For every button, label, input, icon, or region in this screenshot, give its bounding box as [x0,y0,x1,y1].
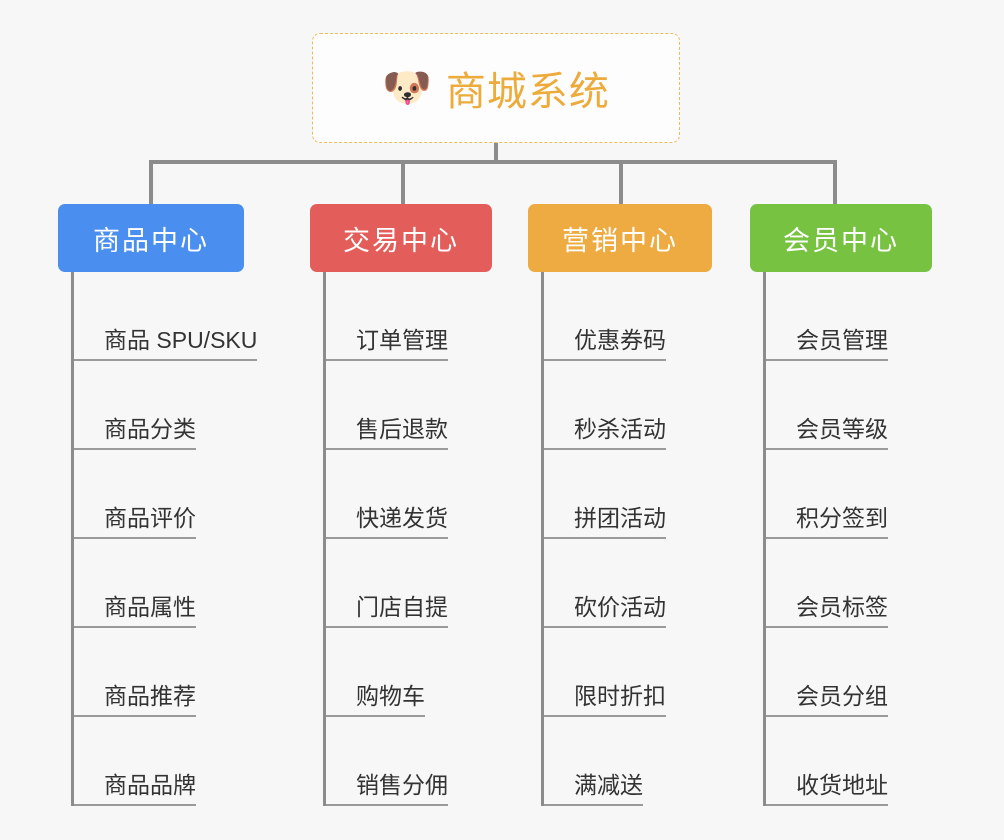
list-item-label: 会员管理 [796,327,888,361]
item-rule [74,359,104,361]
list-item-label: 秒杀活动 [574,416,666,450]
category-header-trade-center[interactable]: 交易中心 [310,204,492,272]
list-item[interactable]: 商品属性 [74,539,257,628]
list-item[interactable]: 快递发货 [326,450,492,539]
item-rule [766,804,796,806]
item-rule [544,359,574,361]
connector-horizontal-bus [149,160,837,164]
item-rule [326,359,356,361]
list-item-label: 积分签到 [796,505,888,539]
branch-product-center: 商品中心 商品 SPU/SKU 商品分类 商品评价 商品属性 商品推荐 商品品牌 [58,204,258,806]
sub-item-list-member-center: 会员管理 会员等级 积分签到 会员标签 会员分组 收货地址 [763,272,932,806]
list-item[interactable]: 购物车 [326,628,492,717]
list-item-label: 商品评价 [104,505,196,539]
list-item[interactable]: 售后退款 [326,361,492,450]
list-item-label: 会员标签 [796,594,888,628]
item-rule [74,537,104,539]
item-rule [326,804,356,806]
list-item[interactable]: 会员等级 [766,361,932,450]
root-node[interactable]: 🐶 商城系统 [312,33,680,143]
item-rule [326,537,356,539]
list-item[interactable]: 订单管理 [326,272,492,361]
item-rule [544,715,574,717]
item-rule [74,448,104,450]
item-rule [74,715,104,717]
item-rule [326,626,356,628]
connector-root-stem [494,143,498,163]
item-rule [766,715,796,717]
item-rule [766,448,796,450]
list-item[interactable]: 会员管理 [766,272,932,361]
list-item-label: 限时折扣 [574,683,666,717]
list-item-label: 售后退款 [356,416,448,450]
list-item[interactable]: 优惠券码 [544,272,712,361]
item-rule [544,537,574,539]
root-title: 商城系统 [445,70,610,114]
list-item-label: 门店自提 [356,594,448,628]
list-item-label: 商品品牌 [104,772,196,806]
list-item-label: 商品 SPU/SKU [104,327,258,361]
list-item-label: 购物车 [356,683,425,717]
list-item[interactable]: 商品分类 [74,361,257,450]
list-item[interactable]: 商品品牌 [74,717,257,806]
item-rule [766,359,796,361]
list-item-label: 订单管理 [356,327,448,361]
category-header-marketing-center[interactable]: 营销中心 [528,204,712,272]
list-item[interactable]: 收货地址 [766,717,932,806]
list-item-label: 优惠券码 [574,327,666,361]
sub-item-list-product-center: 商品 SPU/SKU 商品分类 商品评价 商品属性 商品推荐 商品品牌 [71,272,258,806]
list-item[interactable]: 销售分佣 [326,717,492,806]
item-rule [326,715,356,717]
list-item-label: 拼团活动 [574,505,666,539]
list-item[interactable]: 秒杀活动 [544,361,712,450]
branch-trade-center: 交易中心 订单管理 售后退款 快递发货 门店自提 购物车 销售分佣 [310,204,492,806]
list-item[interactable]: 门店自提 [326,539,492,628]
list-item-label: 商品分类 [104,416,196,450]
list-item-label: 商品属性 [104,594,196,628]
list-item[interactable]: 积分签到 [766,450,932,539]
category-label: 会员中心 [783,225,899,256]
list-item[interactable]: 会员分组 [766,628,932,717]
list-item-label: 会员分组 [796,683,888,717]
list-item[interactable]: 限时折扣 [544,628,712,717]
list-item-label: 销售分佣 [356,772,448,806]
list-item[interactable]: 满减送 [544,717,712,806]
branch-member-center: 会员中心 会员管理 会员等级 积分签到 会员标签 会员分组 收货地址 [750,204,932,806]
list-item-label: 商品推荐 [104,683,196,717]
category-header-member-center[interactable]: 会员中心 [750,204,932,272]
connector-drop-3 [619,160,623,204]
sub-item-list-marketing-center: 优惠券码 秒杀活动 拼团活动 砍价活动 限时折扣 满减送 [541,272,712,806]
list-item[interactable]: 砍价活动 [544,539,712,628]
item-rule [74,804,104,806]
connector-drop-2 [401,160,405,204]
item-rule [544,626,574,628]
dog-face-icon: 🐶 [382,66,432,110]
connector-drop-1 [149,160,153,204]
list-item[interactable]: 会员标签 [766,539,932,628]
item-rule [74,626,104,628]
connector-drop-4 [833,160,837,204]
list-item-label: 砍价活动 [574,594,666,628]
branch-marketing-center: 营销中心 优惠券码 秒杀活动 拼团活动 砍价活动 限时折扣 满减送 [528,204,712,806]
item-rule [544,804,574,806]
sub-item-list-trade-center: 订单管理 售后退款 快递发货 门店自提 购物车 销售分佣 [323,272,492,806]
list-item-label: 会员等级 [796,416,888,450]
list-item[interactable]: 商品评价 [74,450,257,539]
item-rule [544,448,574,450]
item-rule [766,626,796,628]
list-item-label: 收货地址 [796,772,888,806]
category-header-product-center[interactable]: 商品中心 [58,204,244,272]
item-rule [766,537,796,539]
list-item-label: 满减送 [574,772,643,806]
category-label: 营销中心 [562,225,678,256]
category-label: 商品中心 [93,225,209,256]
list-item[interactable]: 商品 SPU/SKU [74,272,258,361]
item-rule [326,448,356,450]
list-item[interactable]: 拼团活动 [544,450,712,539]
list-item-label: 快递发货 [356,505,448,539]
category-label: 交易中心 [343,225,459,256]
list-item[interactable]: 商品推荐 [74,628,257,717]
